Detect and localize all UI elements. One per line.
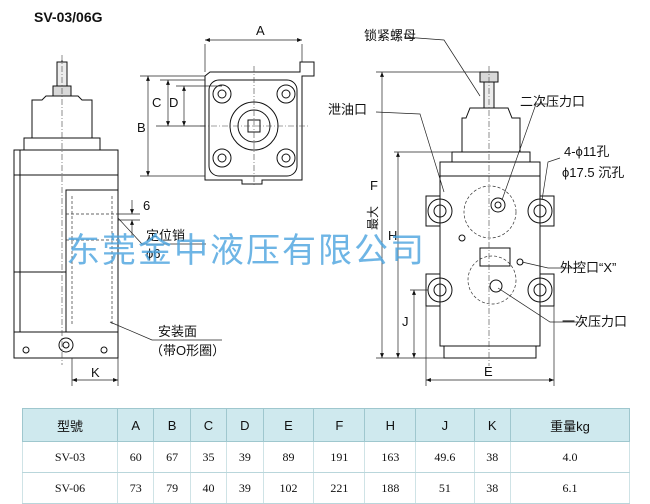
dim-b: B bbox=[137, 120, 146, 135]
locating-pin-size: ϕ6 bbox=[146, 246, 161, 261]
table-cell: 39 bbox=[226, 441, 264, 473]
table-cell: 60 bbox=[116, 441, 155, 473]
table-row: SV-06 73 79 40 39 102 221 188 51 38 6.1 bbox=[22, 472, 630, 504]
dim-f: F bbox=[370, 178, 378, 193]
table-cell: 39 bbox=[226, 472, 264, 504]
col-header-c: C bbox=[189, 408, 228, 442]
dim-6: 6 bbox=[143, 198, 150, 213]
mounting-face-label: 安装面 bbox=[158, 324, 197, 339]
table-cell: SV-06 bbox=[22, 472, 118, 504]
col-header-h: H bbox=[364, 408, 417, 442]
table-cell: SV-03 bbox=[22, 441, 118, 473]
table-cell: 40 bbox=[189, 472, 228, 504]
top-view bbox=[140, 38, 315, 186]
col-header-e: E bbox=[262, 408, 315, 442]
table-cell: 51 bbox=[415, 472, 475, 504]
dim-f-prefix: 最大 bbox=[366, 206, 380, 230]
lock-nut-label: 锁紧螺母 bbox=[364, 28, 416, 43]
table-cell: 49.6 bbox=[415, 441, 475, 473]
watermark: 东莞金中液压有限公司 bbox=[66, 231, 426, 271]
table-header-row: 型號 A B C D E F H J K 重量kg bbox=[22, 408, 630, 442]
table-cell: 191 bbox=[313, 441, 366, 473]
col-header-f: F bbox=[313, 408, 366, 442]
primary-pressure-port-label: 一次压力口 bbox=[562, 314, 627, 329]
table-cell: 73 bbox=[116, 472, 155, 504]
col-header-a: A bbox=[116, 408, 155, 442]
table-cell: 163 bbox=[364, 441, 417, 473]
table-cell: 221 bbox=[313, 472, 366, 504]
table-cell: 79 bbox=[153, 472, 191, 504]
mounting-face-note: （带O形圈） bbox=[150, 343, 225, 358]
external-pilot-port-label: 外控口“X” bbox=[560, 260, 616, 275]
dim-j: J bbox=[402, 314, 409, 329]
table-cell: 35 bbox=[189, 441, 228, 473]
table-cell: 4.0 bbox=[510, 441, 630, 473]
dim-c: C bbox=[152, 95, 161, 110]
col-header-d: D bbox=[226, 408, 264, 442]
table-cell: 38 bbox=[473, 472, 512, 504]
col-header-b: B bbox=[153, 408, 191, 442]
col-header-weight: 重量kg bbox=[510, 408, 630, 442]
table-row: SV-03 60 67 35 39 89 191 163 49.6 38 4.0 bbox=[22, 441, 630, 473]
side-view bbox=[13, 55, 222, 386]
table-cell: 67 bbox=[153, 441, 191, 473]
col-header-k: K bbox=[473, 408, 512, 442]
table-cell: 38 bbox=[473, 441, 512, 473]
table-cell: 6.1 bbox=[510, 472, 630, 504]
dim-a: A bbox=[256, 23, 265, 38]
table-cell: 102 bbox=[262, 472, 315, 504]
drain-port-label: 泄油口 bbox=[328, 102, 367, 117]
secondary-pressure-port-label: 二次压力口 bbox=[520, 94, 585, 109]
dim-d: D bbox=[169, 95, 178, 110]
counterbore-label: ϕ17.5 沉孔 bbox=[562, 165, 624, 180]
table-cell: 89 bbox=[262, 441, 315, 473]
holes-label: 4-ϕ11孔 bbox=[564, 144, 609, 159]
valve-drawing: SV-03/06G bbox=[13, 9, 627, 386]
dim-k: K bbox=[91, 365, 100, 380]
dim-e: E bbox=[484, 364, 493, 379]
dim-h: H bbox=[388, 228, 397, 243]
locating-pin-label: 定位销 bbox=[146, 228, 185, 243]
diagram-title: SV-03/06G bbox=[34, 9, 103, 25]
col-header-j: J bbox=[415, 408, 475, 442]
table-cell: 188 bbox=[364, 472, 417, 504]
front-view bbox=[375, 36, 584, 386]
col-header-model: 型號 bbox=[22, 408, 118, 442]
spec-table: 型號 A B C D E F H J K 重量kg SV-03 60 67 35… bbox=[22, 408, 630, 504]
